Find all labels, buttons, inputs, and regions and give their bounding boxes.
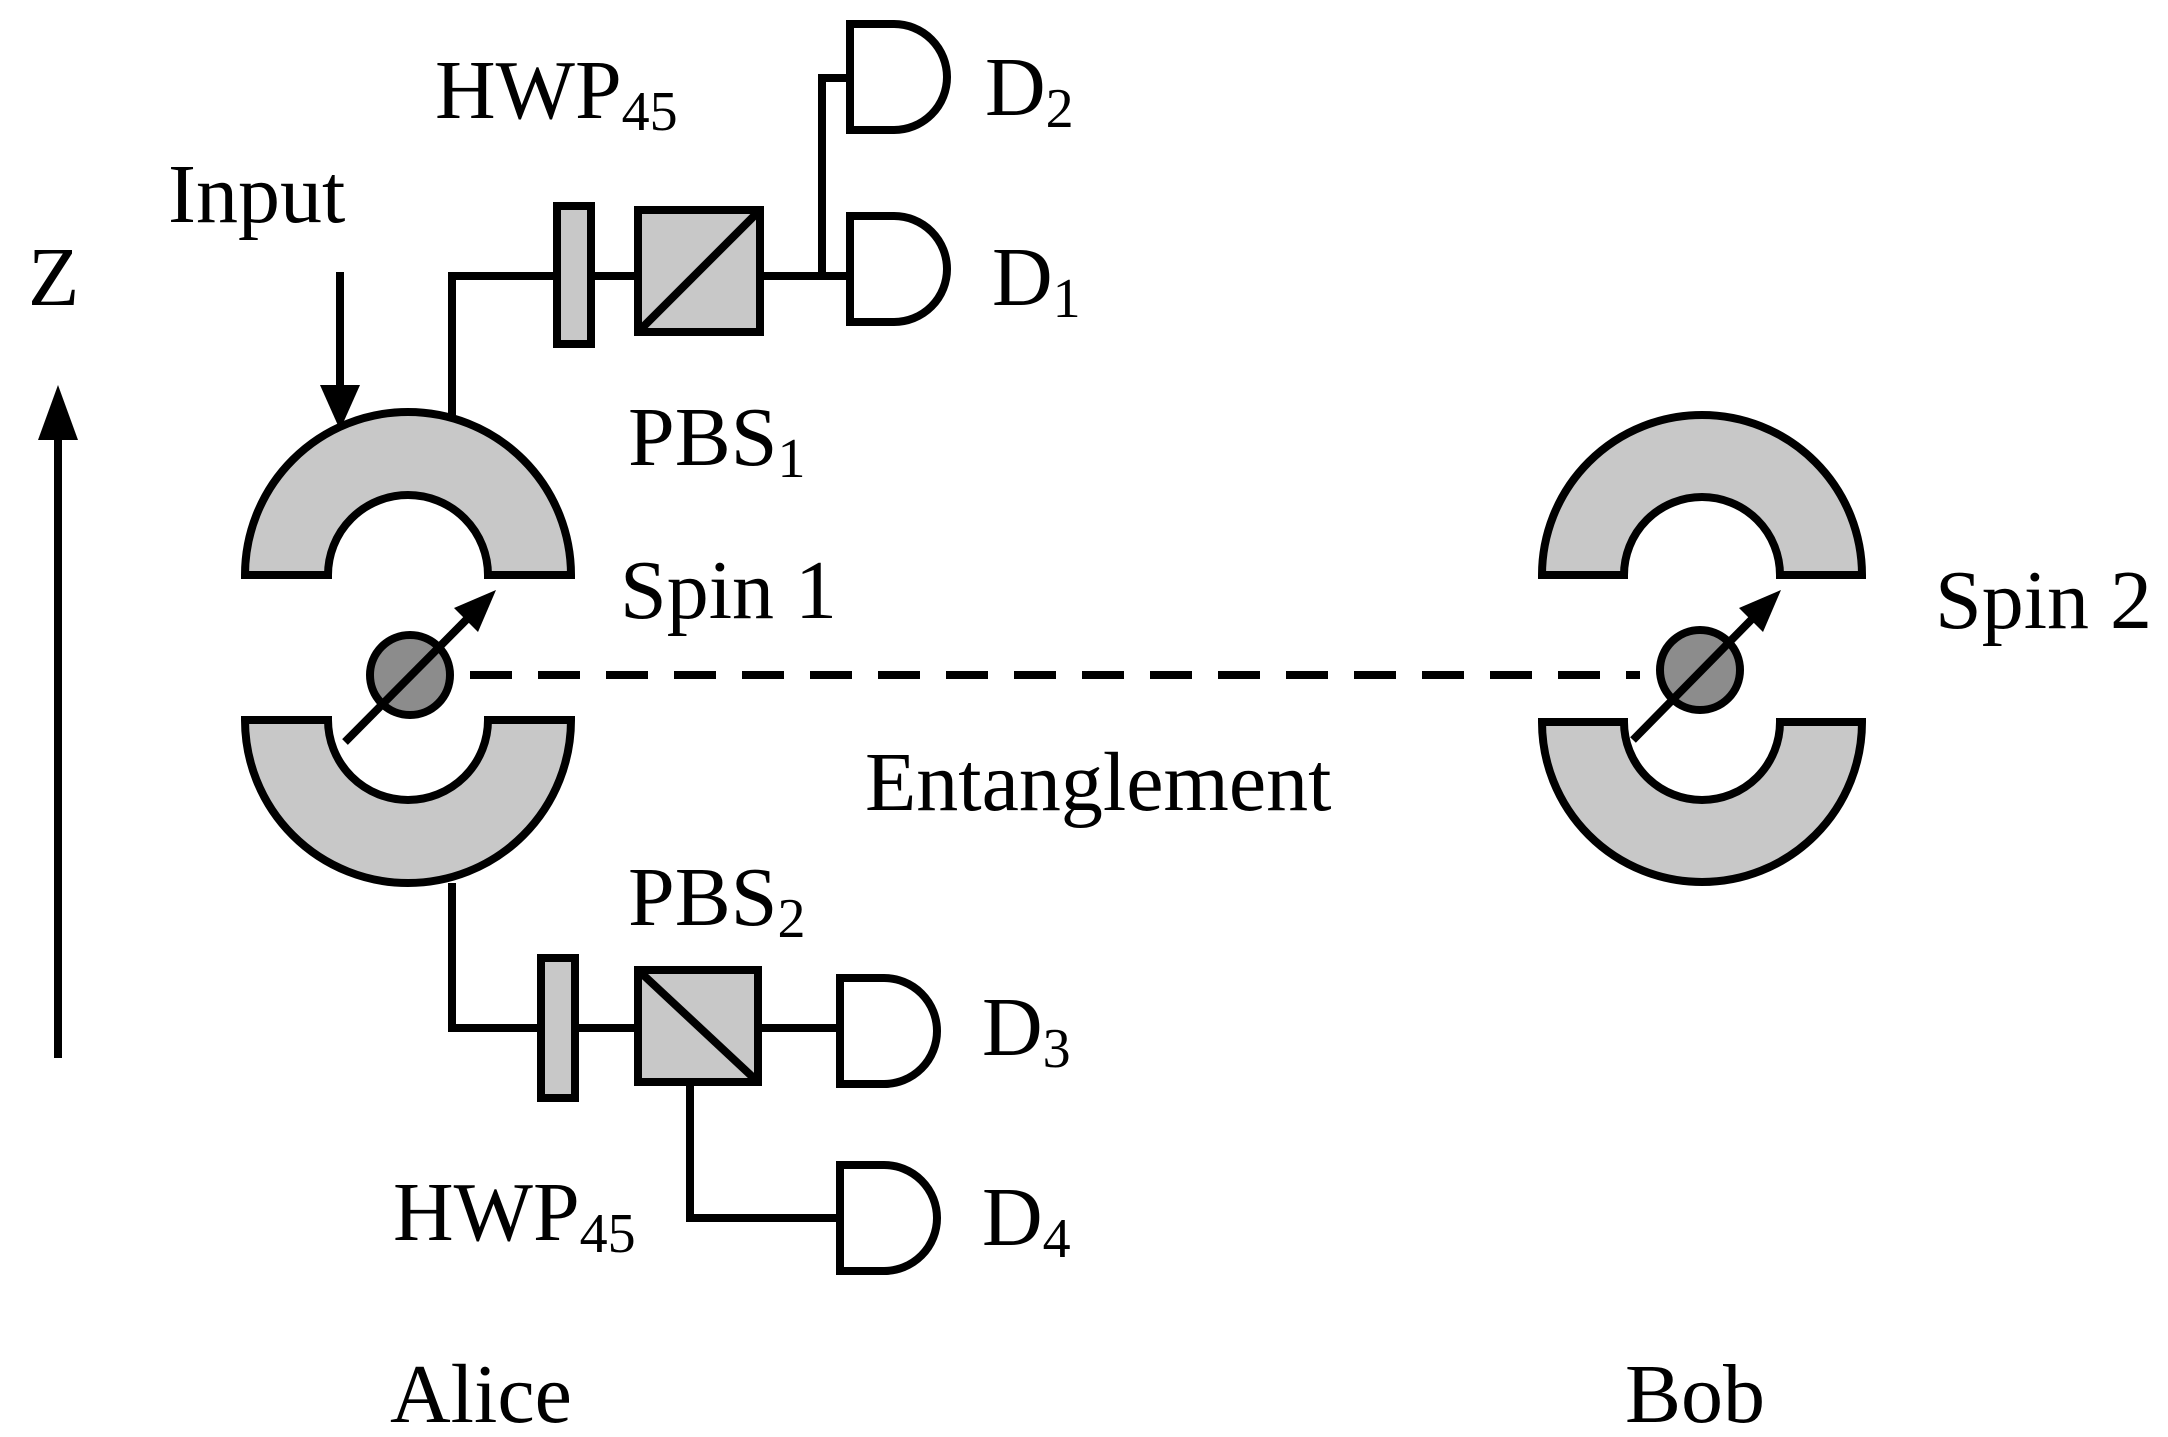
detector-d1-label: D1 [992, 231, 1081, 330]
detector-d2-label: D2 [985, 41, 1074, 140]
cavity-bob-bottom [1537, 718, 1867, 886]
z-axis: Z [28, 231, 79, 1058]
cavity-alice-top [240, 408, 576, 579]
hwp-top-label: HWP45 [435, 44, 678, 143]
z-axis-label: Z [28, 231, 79, 324]
detector-d1 [846, 212, 951, 326]
pbs2 [634, 966, 762, 1086]
alice-label: Alice [390, 1348, 572, 1437]
detector-d2 [846, 20, 951, 134]
detector-d4-label: D4 [982, 1171, 1071, 1270]
cavity-bob-top [1537, 411, 1867, 579]
detector-d4 [836, 1161, 941, 1275]
hwp-bottom-label: HWP45 [393, 1166, 636, 1265]
detector-d3-label: D3 [982, 981, 1071, 1080]
pbs1-label: PBS1 [628, 391, 805, 490]
spin-1-label: Spin 1 [620, 544, 837, 637]
hwp-top [553, 202, 595, 348]
input-label: Input [168, 148, 345, 241]
spin-1 [342, 590, 496, 745]
input-arrow: Input [168, 148, 360, 430]
cavity-alice-bottom [240, 716, 576, 887]
pbs2-label: PBS2 [628, 851, 805, 950]
hwp-bottom [537, 954, 579, 1102]
bob-label: Bob [1625, 1348, 1765, 1437]
detector-d3 [836, 974, 941, 1088]
spin-2-label: Spin 2 [1935, 554, 2152, 647]
entanglement-label: Entanglement [865, 736, 1332, 829]
spin-2 [1630, 590, 1781, 743]
pbs1 [634, 206, 764, 336]
